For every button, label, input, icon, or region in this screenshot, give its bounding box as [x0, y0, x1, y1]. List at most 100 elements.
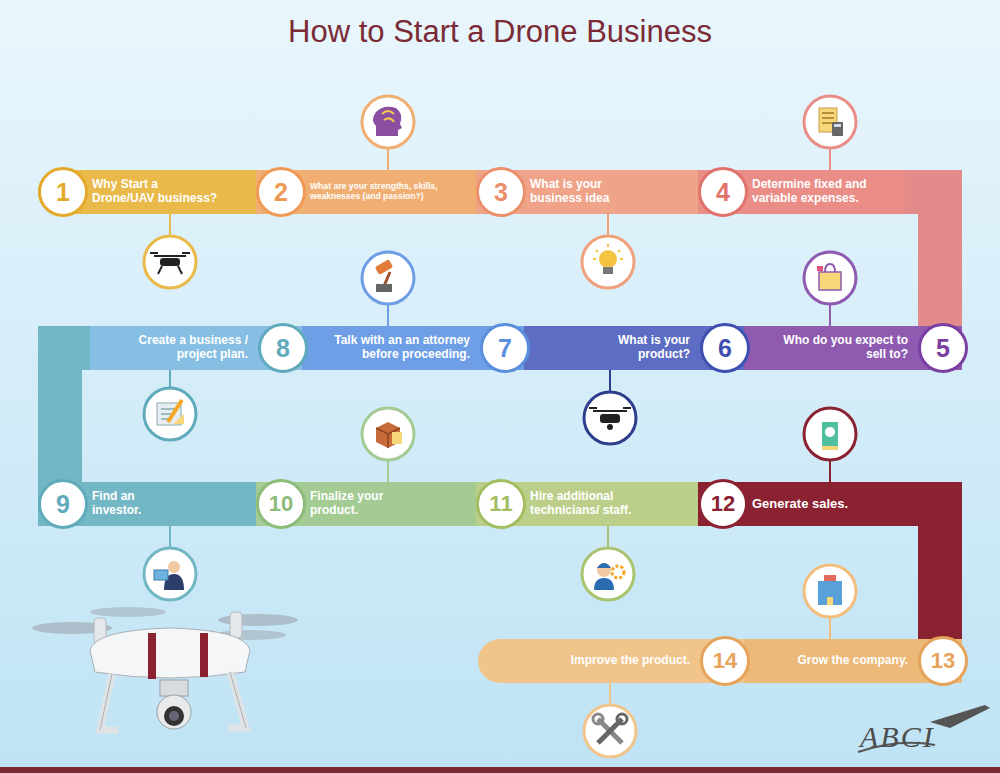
investor-icon-part [154, 570, 168, 580]
plan-icon-part [144, 388, 196, 440]
lightbulb-icon-part [593, 244, 623, 259]
step-band: 5 Who do you expect to sell to? [750, 326, 962, 370]
step-text-box: Find an investor. [92, 482, 172, 526]
step-band: 9Find an investor. [38, 482, 250, 526]
step-band: 12 Generate sales. [698, 482, 905, 526]
step-band: 3What is your business idea [476, 170, 692, 214]
box-icon-part [387, 460, 389, 482]
drone-icon [584, 370, 636, 444]
drone-illustration-part [169, 711, 179, 721]
band-connector [60, 348, 90, 482]
drone-icon-part [182, 252, 190, 254]
step-text-box: Generate sales. [752, 482, 902, 526]
investor-icon-part [144, 548, 196, 600]
step-label: Find an investor. [92, 490, 172, 518]
drone-illustration-part [160, 680, 188, 696]
technician-icon-part [612, 566, 624, 578]
shopping-bag-icon [804, 252, 856, 326]
step-number: 5 [936, 334, 950, 363]
box-icon [362, 408, 414, 482]
drone-icon-part [144, 236, 196, 288]
gavel-icon-part [384, 272, 390, 286]
step-label: Determine fixed and variable expenses. [752, 178, 902, 206]
shopping-bag-icon-part [819, 272, 841, 290]
drone-icon-part [607, 424, 613, 430]
plan-icon-part [173, 414, 184, 424]
technician-icon-part [597, 563, 611, 577]
box-icon-part [362, 408, 414, 460]
calculator-icon-part [804, 96, 856, 148]
step-text-box: Improve the product. [530, 639, 690, 683]
tools-icon [584, 683, 636, 757]
shopping-bag-icon-part [825, 264, 835, 272]
step-number: 6 [718, 334, 732, 363]
step-label: Generate sales. [752, 497, 848, 512]
head-icon [362, 96, 414, 170]
step-number: 13 [931, 648, 955, 674]
drone-illustration-part [100, 672, 246, 730]
building-icon-part [824, 575, 836, 581]
step-label: Talk with an an attorney before proceedi… [310, 334, 470, 362]
step-text-box: Who do you expect to sell to? [778, 326, 908, 370]
step-number-circle: 10 [256, 479, 306, 529]
tools-icon-part [593, 714, 603, 724]
step-label: Why Start a Drone/UAV business? [92, 178, 222, 206]
drone-illustration-part [230, 612, 242, 638]
drone-illustration [32, 607, 298, 730]
step-text-box: What are your strengths, skills, weaknes… [310, 170, 470, 214]
shopping-bag-icon-part [817, 266, 823, 271]
lightbulb-icon-part [599, 250, 617, 268]
drone-icon-part [158, 266, 162, 274]
step-text-box: What is your product? [590, 326, 690, 370]
head-icon-part [387, 148, 389, 170]
step-number-circle: 14 [700, 636, 750, 686]
step-label: Hire additional technicians/ staff. [530, 490, 660, 518]
step-band: 13 Grow the company. [750, 639, 962, 683]
building-icon-part [827, 597, 833, 605]
drone-illustration-part [90, 628, 250, 678]
drone-icon [144, 214, 196, 288]
price-tag-icon-part [822, 422, 838, 446]
logo-text: ABCI [860, 720, 935, 754]
step-label: What is your business idea [530, 178, 640, 206]
step-number-circle: 6 [700, 323, 750, 373]
gavel-icon-part [376, 284, 392, 292]
step-number-circle: 12 [698, 479, 748, 529]
drone-icon-part [593, 410, 627, 412]
lightbulb-icon-part [607, 214, 609, 236]
drone-illustration-part [100, 672, 246, 730]
step-number: 8 [276, 334, 290, 363]
step-band: 4 Determine fixed and variable expenses. [698, 170, 905, 214]
technician-icon-part [582, 548, 634, 600]
calculator-icon-part [822, 113, 834, 123]
drone-illustration-part [164, 706, 184, 726]
step-band: 2What are your strengths, skills, weakne… [256, 170, 470, 214]
drone-icon-part [609, 370, 611, 392]
logo-plane [930, 705, 990, 728]
step-label: Improve the product. [571, 654, 690, 668]
step-number: 4 [716, 178, 730, 207]
step-number-circle: 8 [258, 323, 308, 373]
technician-icon-part [607, 526, 609, 548]
step-band: 1Why Start a Drone/UAV business? [38, 170, 250, 214]
step-band: 7 Talk with an an attorney before proceed… [310, 326, 524, 370]
drone-icon-part [160, 258, 180, 266]
lightbulb-icon [582, 214, 634, 288]
head-icon-part [382, 111, 394, 122]
drone-illustration-part [200, 633, 208, 677]
step-text-box: Create a business / project plan. [108, 326, 248, 370]
step-label: What is your product? [590, 334, 690, 362]
step-band: 10Finalize your product. [256, 482, 470, 526]
step-text-box: What is your business idea [530, 170, 640, 214]
technician-icon-part [594, 578, 614, 590]
head-icon-part [373, 107, 402, 136]
investor-icon-part [169, 526, 171, 548]
drone-icon-part [154, 255, 186, 257]
tools-icon-part [617, 714, 627, 724]
step-number: 7 [498, 334, 512, 363]
technician-icon-part [597, 563, 611, 568]
drone-illustration-part [157, 695, 191, 729]
step-text-box: Grow the company. [768, 639, 908, 683]
step-band: 8 Create a business / project plan. [90, 326, 302, 370]
